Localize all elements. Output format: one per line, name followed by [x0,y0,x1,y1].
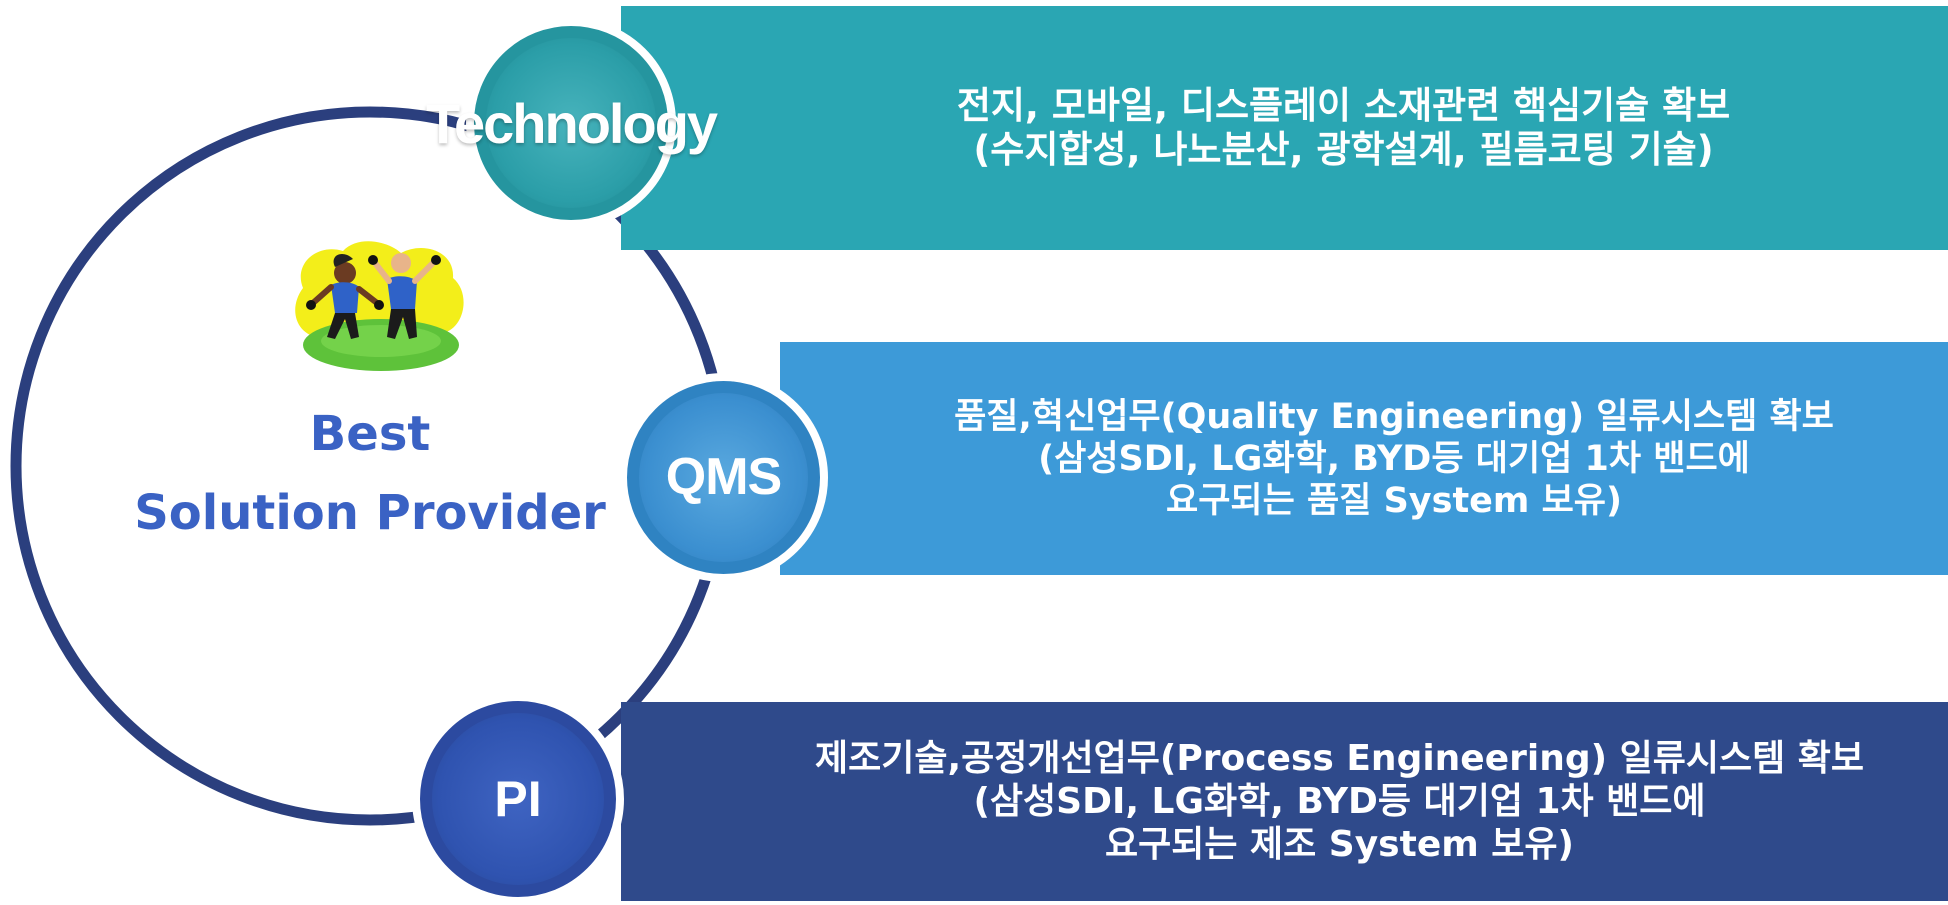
qms-description: 품질,혁신업무(Quality Engineering) 일류시스템 확보 (삼… [894,396,1834,522]
center-title: Best Solution Provider [120,395,620,553]
qms-description-line-2: (삼성SDI, LG화학, BYD등 대기업 1차 밴드에 [1038,438,1750,479]
pi-description-line-2: (삼성SDI, LG화학, BYD등 대기업 1차 밴드에 [973,780,1706,822]
technology-description-line-2: (수지합성, 나노분산, 광학설계, 필름코팅 기술) [973,128,1714,171]
qms-description-panel: 품질,혁신업무(Quality Engineering) 일류시스템 확보 (삼… [780,342,1948,575]
center-title-line-1: Best [309,406,431,462]
qms-badge: QMS [619,373,828,582]
qms-badge-label: QMS [665,448,782,507]
pi-description-panel: 제조기술,공정개선업무(Process Engineering) 일류시스템 확… [621,702,1948,901]
technology-description-panel: 전지, 모바일, 디스플레이 소재관련 핵심기술 확보 (수지합성, 나노분산,… [621,6,1948,250]
qms-badge-inner: QMS [638,392,809,563]
technology-badge-label: Technology [425,91,718,155]
technology-badge: Technology [426,18,718,228]
technology-description: 전지, 모바일, 디스플레이 소재관련 핵심기술 확보 (수지합성, 나노분산,… [839,84,1730,173]
pi-badge-label: PI [494,771,542,827]
pi-description-line-1: 제조기술,공정개선업무(Process Engineering) 일류시스템 확… [815,737,1864,779]
center-title-line-2: Solution Provider [134,485,606,542]
technology-badge-inner: Technology [426,37,718,209]
pi-badge: PI [412,693,624,905]
pi-badge-inner: PI [431,712,605,886]
pi-description: 제조기술,공정개선업무(Process Engineering) 일류시스템 확… [705,737,1864,867]
pi-description-line-3: 요구되는 제조 System 보유) [1105,824,1574,866]
technology-description-line-1: 전지, 모바일, 디스플레이 소재관련 핵심기술 확보 [956,83,1731,127]
people-exercising-clipart [295,241,464,371]
qms-description-line-3: 요구되는 품질 System 보유) [1166,480,1622,521]
qms-description-line-1: 품질,혁신업무(Quality Engineering) 일류시스템 확보 [954,396,1834,437]
